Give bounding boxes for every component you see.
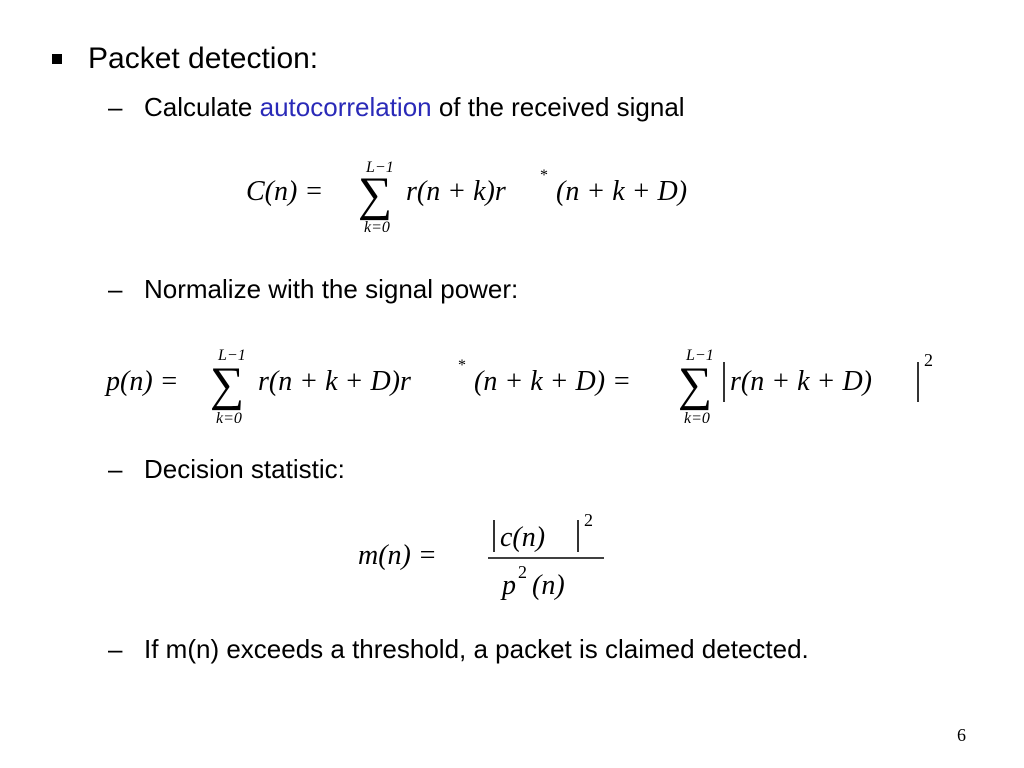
eq-p-sum2-upper: L−1 <box>685 347 714 364</box>
square-bullet-icon <box>52 54 62 64</box>
bullet-text: Normalize with the signal power: <box>144 274 519 304</box>
equation-autocorrelation: C(n) = L−1 ∑ k=0 r(n + k)r * (n + k + D) <box>240 150 740 245</box>
bullet-normalize: – Normalize with the signal power: <box>108 274 518 305</box>
eq-p-body2: (n + k + D) = <box>474 366 631 397</box>
summation-icon: ∑ <box>678 358 712 411</box>
summation-icon: ∑ <box>210 358 244 411</box>
bullet-text-after: of the received signal <box>431 92 685 122</box>
eq-c-conj-star: * <box>540 167 548 184</box>
summation-icon: ∑ <box>358 168 392 221</box>
equation-signal-power: p(n) = L−1 ∑ k=0 r(n + k + D)r * (n + k … <box>100 338 960 438</box>
eq-m-den-arg: (n) <box>532 570 565 601</box>
eq-m-den-base: p <box>500 570 516 601</box>
dash-marker: – <box>108 454 123 484</box>
eq-c-lhs: C(n) = <box>246 176 323 207</box>
eq-m-num-exponent: 2 <box>584 510 593 530</box>
eq-p-sum-lower: k=0 <box>216 410 242 427</box>
eq-p-body: r(n + k + D)r <box>258 366 411 397</box>
eq-p-body3: r(n + k + D) <box>730 366 872 397</box>
eq-m-numerator: c(n) <box>500 522 545 553</box>
bullet-threshold: – If m(n) exceeds a threshold, a packet … <box>108 634 809 665</box>
bullet-calculate-autocorrelation: – Calculate autocorrelation of the recei… <box>108 92 685 123</box>
bullet-text: If m(n) exceeds a threshold, a packet is… <box>144 634 809 664</box>
eq-p-conj-star: * <box>458 357 466 374</box>
heading-bullet: Packet detection: <box>52 42 318 76</box>
page-number: 6 <box>957 725 966 745</box>
dash-marker: – <box>108 634 123 664</box>
dash-marker: – <box>108 274 123 304</box>
eq-c-body2: (n + k + D) <box>556 176 687 207</box>
equation-decision-statistic: m(n) = c(n) 2 p 2 (n) <box>352 506 622 611</box>
eq-p-sum-upper: L−1 <box>217 347 246 364</box>
dash-marker: – <box>108 92 123 122</box>
eq-p-lhs: p(n) = <box>104 366 179 397</box>
bullet-text-before: Calculate <box>144 92 260 122</box>
heading-text: Packet detection: <box>88 42 319 75</box>
eq-p-sum2-lower: k=0 <box>684 410 710 427</box>
autocorrelation-link[interactable]: autocorrelation <box>259 92 432 122</box>
eq-c-sum-upper: L−1 <box>365 159 394 176</box>
eq-p-exponent: 2 <box>924 350 933 370</box>
bullet-decision-statistic: – Decision statistic: <box>108 454 345 485</box>
eq-c-sum-lower: k=0 <box>364 219 390 236</box>
bullet-text: Decision statistic: <box>144 454 345 484</box>
eq-m-den-exponent: 2 <box>518 562 527 582</box>
eq-m-lhs: m(n) = <box>358 540 437 571</box>
eq-c-body: r(n + k)r <box>406 176 506 207</box>
